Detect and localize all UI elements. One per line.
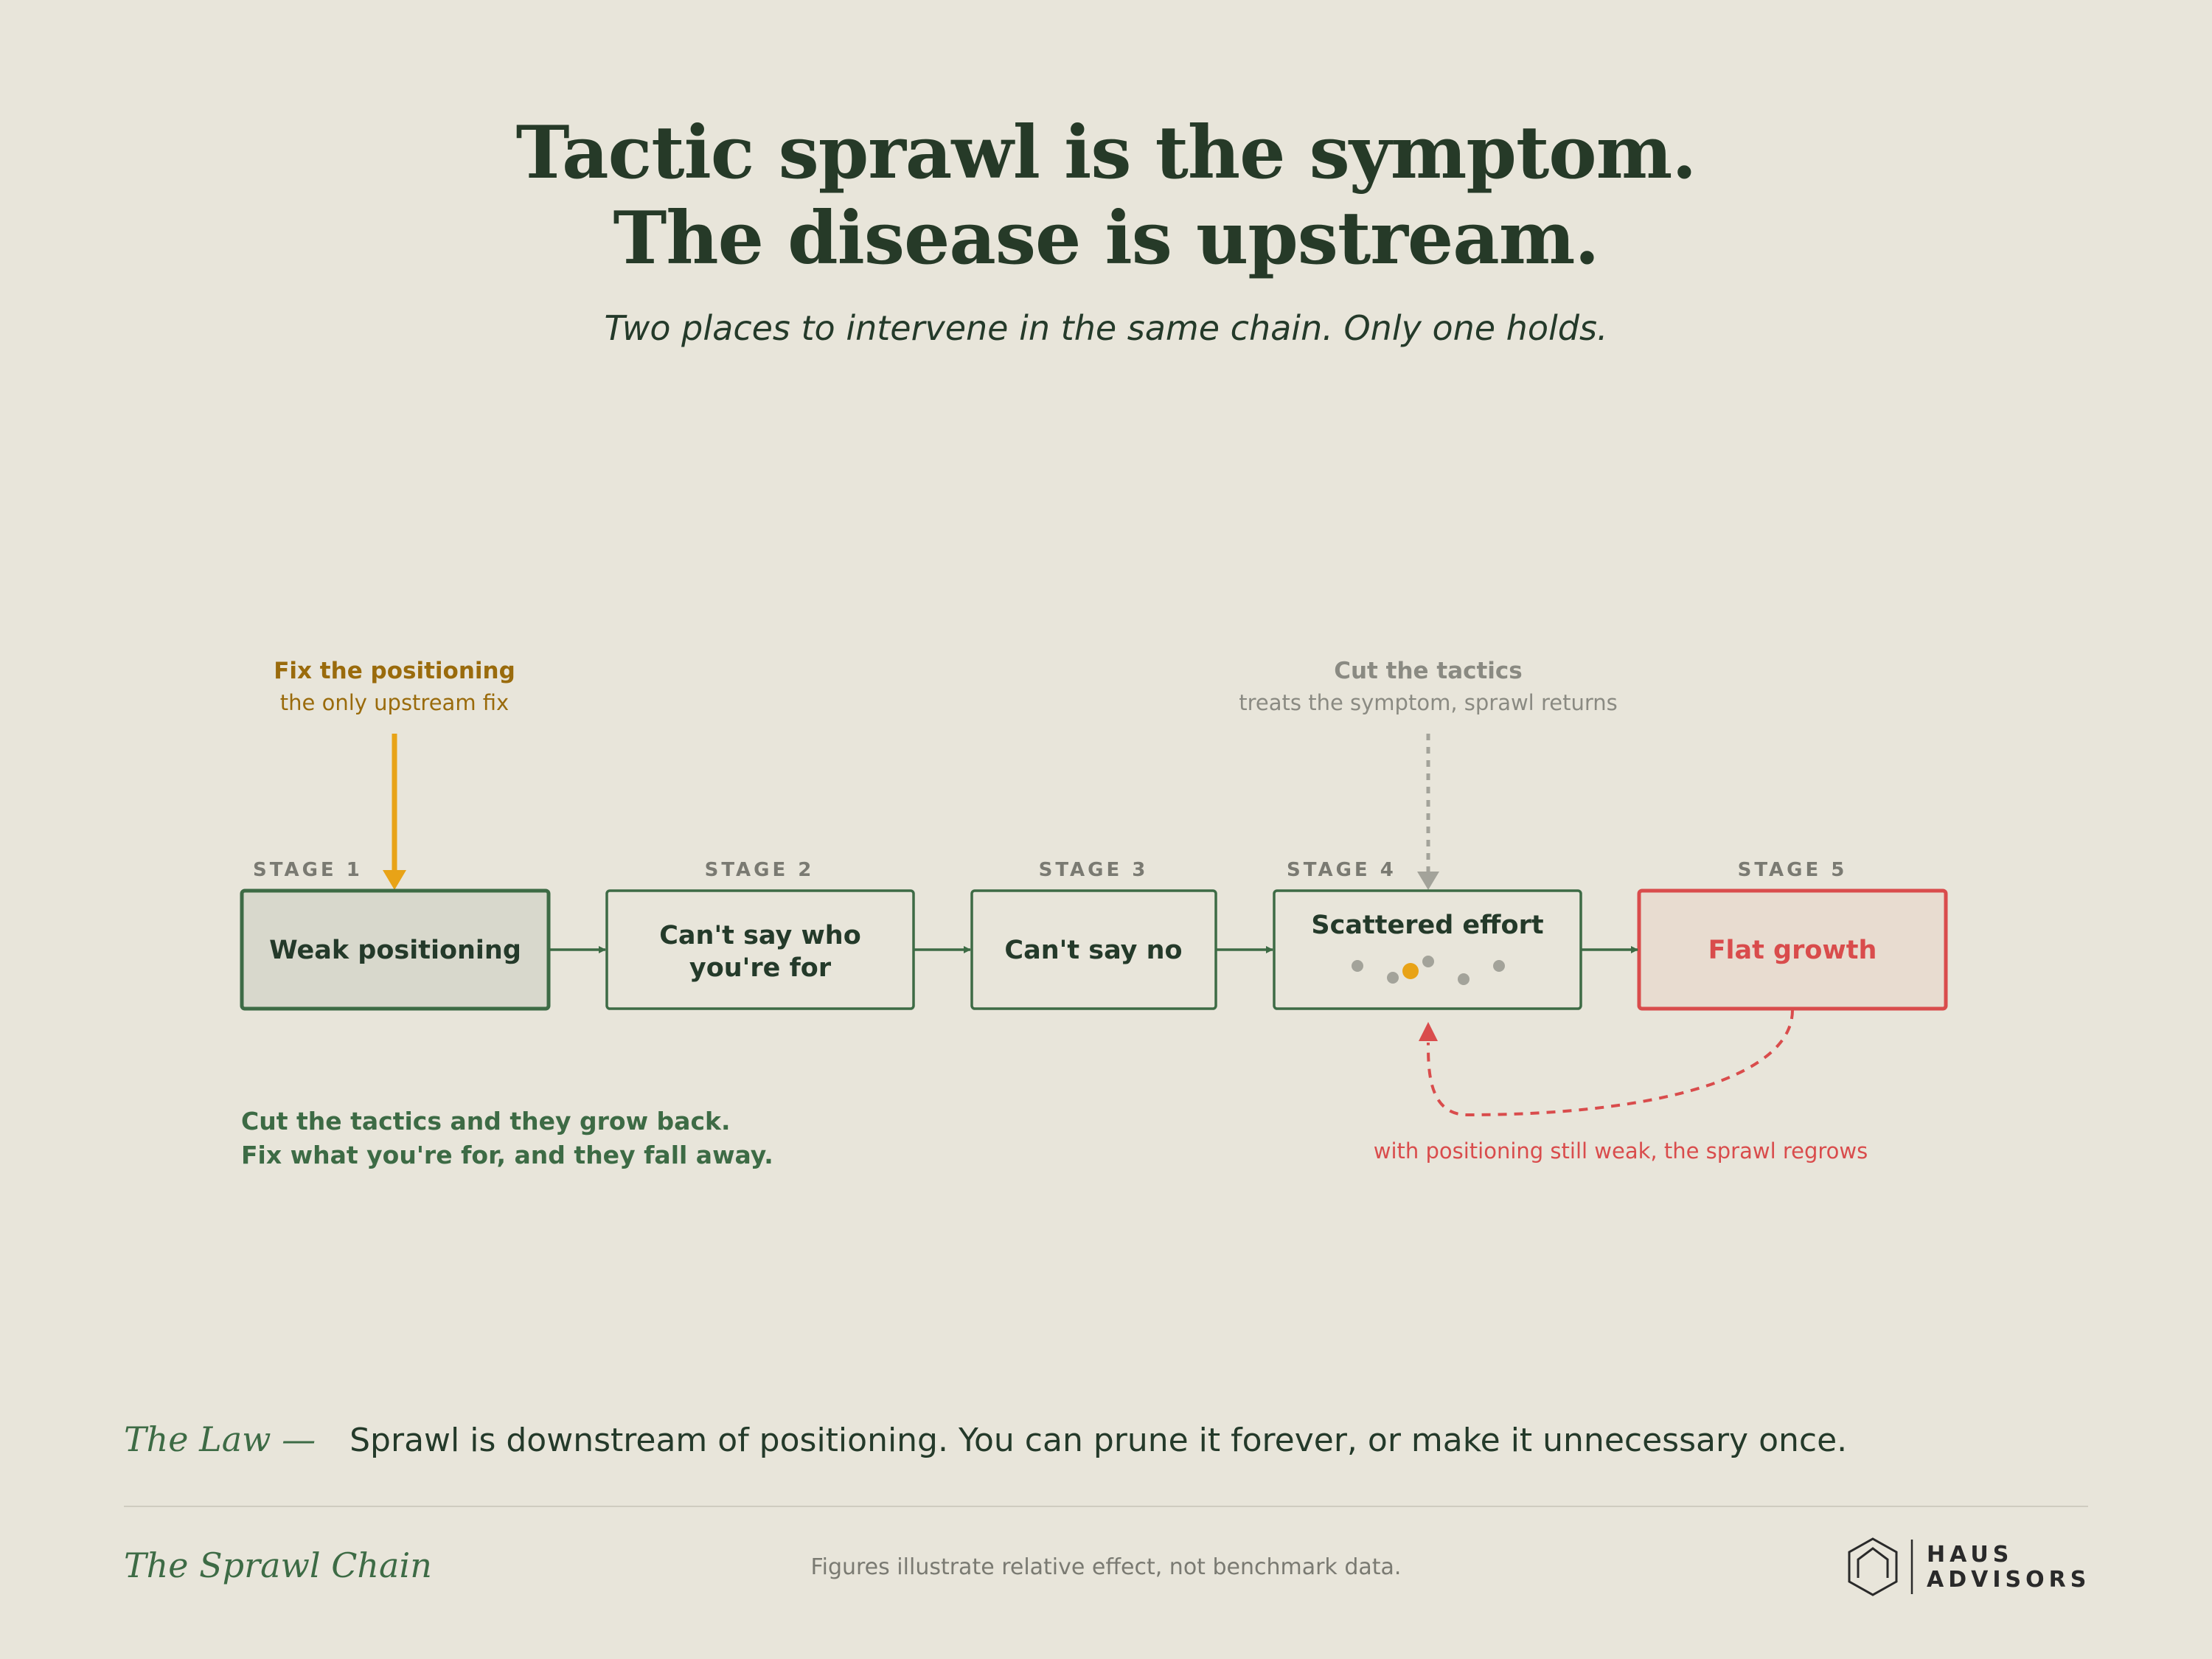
title-line-2: The disease is upstream. xyxy=(613,196,1599,281)
stage-2-text-line-2: you're for xyxy=(689,953,832,983)
law-statement: The Law — Sprawl is downstream of positi… xyxy=(124,1419,1847,1459)
law-text: Sprawl is downstream of positioning. You… xyxy=(349,1422,1848,1459)
insight-note-line-1: Cut the tactics and they grow back. xyxy=(241,1107,731,1135)
subtitle: Two places to intervene in the same chai… xyxy=(604,308,1608,348)
fix-arrow-head xyxy=(383,870,406,890)
footer-divider xyxy=(124,1506,2088,1507)
title-line-1: Tactic sprawl is the symptom. xyxy=(515,111,1697,195)
stage-3-text: Can't say no xyxy=(1004,936,1182,965)
footer-disclaimer: Figures illustrate relative effect, not … xyxy=(810,1554,1402,1580)
scatter-dot xyxy=(1422,956,1434,967)
brand-logo: HAUS ADVISORS xyxy=(1843,1537,2094,1596)
scatter-dot xyxy=(1387,972,1399,984)
stage-4-label: STAGE 4 xyxy=(1287,859,1397,881)
stage-4-text: Scattered effort xyxy=(1311,911,1543,940)
stage-2-text-line-1: Can't say who xyxy=(659,921,861,950)
footer-title: The Sprawl Chain xyxy=(124,1545,432,1585)
stage-4-box xyxy=(1273,889,1582,1010)
feedback-arrow-head xyxy=(1419,1022,1438,1041)
haus-logo-icon xyxy=(1848,1537,1913,1596)
brand-wordmark: HAUS ADVISORS xyxy=(1927,1543,2090,1593)
law-lead: The Law — xyxy=(124,1419,316,1459)
insight-note-line-2: Fix what you're for, and they fall away. xyxy=(241,1141,773,1169)
stage-5-text: Flat growth xyxy=(1708,936,1877,965)
stage-1-label: STAGE 1 xyxy=(253,859,363,881)
scatter-dot xyxy=(1493,960,1505,972)
scattered-dots xyxy=(1352,956,1505,985)
scatter-dot xyxy=(1458,973,1470,985)
fix-callout-subtitle: the only upstream fix xyxy=(280,690,509,715)
scatter-dot-highlight xyxy=(1402,963,1419,979)
scatter-dot xyxy=(1352,960,1363,972)
insight-note: Cut the tactics and they grow back. Fix … xyxy=(241,1105,773,1172)
cut-callout-subtitle: treats the symptom, sprawl returns xyxy=(1239,690,1618,715)
fix-callout-title: Fix the positioning xyxy=(274,658,515,684)
cut-arrow-head xyxy=(1417,872,1439,890)
stage-5-label: STAGE 5 xyxy=(1738,859,1848,881)
stage-3-label: STAGE 3 xyxy=(1039,859,1149,881)
brand-line-1: HAUS xyxy=(1927,1542,2014,1568)
feedback-loop-arrow xyxy=(1427,1009,1794,1117)
feedback-label: with positioning still weak, the sprawl … xyxy=(1374,1138,1868,1164)
stage-2-label: STAGE 2 xyxy=(705,859,815,881)
stage-5-box xyxy=(1637,888,1948,1011)
stage-1-text: Weak positioning xyxy=(269,936,521,965)
cut-callout-title: Cut the tactics xyxy=(1334,658,1523,684)
brand-line-2: ADVISORS xyxy=(1927,1567,2091,1593)
